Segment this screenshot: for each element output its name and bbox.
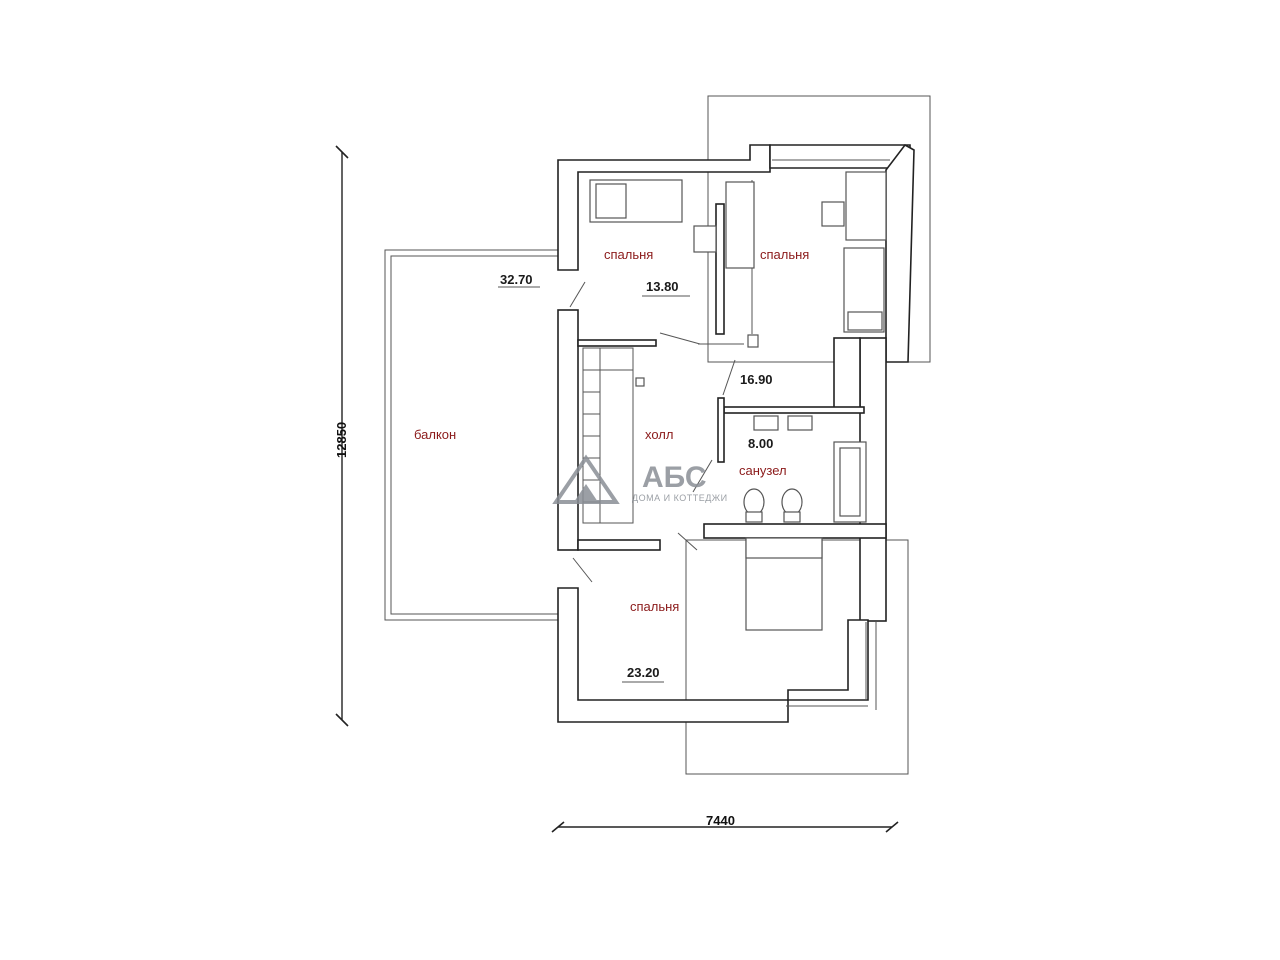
height-dimension-label: 12850 — [334, 422, 349, 458]
staircase — [582, 347, 645, 524]
room-label-balcony: балкон — [414, 427, 456, 442]
logo-title: АБС — [642, 461, 707, 494]
width-dimension — [551, 821, 899, 833]
windows — [772, 159, 890, 710]
logo-subtitle: ДОМА И КОТТЕДЖИ — [632, 493, 728, 503]
area-bedroom-bottom: 23.20 — [627, 665, 660, 680]
interior-walls — [577, 203, 887, 551]
room-label-bedroom-top-left: спальня — [604, 247, 653, 262]
room-label-hall: холл — [645, 427, 673, 442]
logo-watermark: АБС ДОМА И КОТТЕДЖИ — [552, 454, 728, 504]
room-label-bathroom: санузел — [739, 463, 787, 478]
area-balcony: 32.70 — [500, 272, 533, 287]
area-bedroom-top-left: 13.80 — [646, 279, 679, 294]
width-dimension-label: 7440 — [706, 813, 735, 828]
room-label-bedroom-top-right: спальня — [760, 247, 809, 262]
height-dimension — [335, 145, 349, 727]
room-label-bedroom-bottom: спальня — [630, 599, 679, 614]
furniture — [589, 171, 887, 631]
area-bedroom-top-right: 16.90 — [740, 372, 773, 387]
area-bathroom: 8.00 — [748, 436, 773, 451]
balcony — [384, 249, 558, 621]
